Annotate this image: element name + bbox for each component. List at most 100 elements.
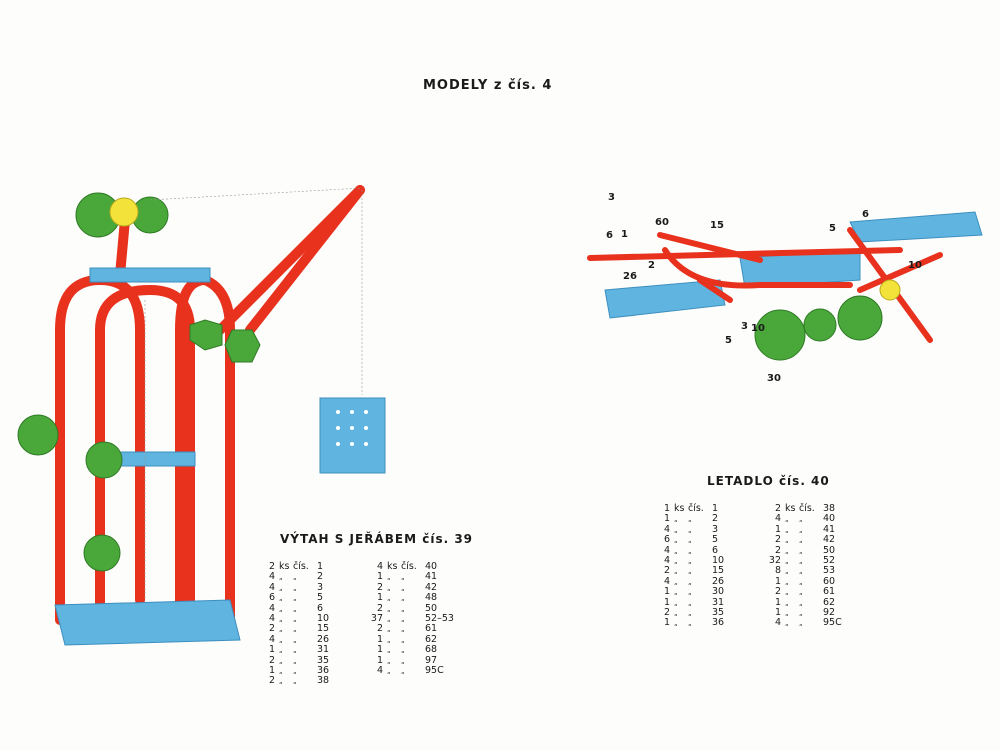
part-number-label: „ bbox=[799, 536, 803, 545]
part-number-label: „ bbox=[799, 608, 803, 617]
part-unit: „ bbox=[674, 515, 678, 524]
part-quantity: 4 bbox=[268, 602, 275, 614]
part-number: 52 bbox=[823, 554, 836, 566]
part-number: 35 bbox=[712, 606, 725, 618]
part-number: 26 bbox=[317, 633, 330, 645]
part-number: 5 bbox=[317, 592, 324, 604]
part-quantity: 1 bbox=[774, 596, 781, 608]
part-quantity: 2 bbox=[774, 544, 781, 556]
part-quantity: 1 bbox=[663, 586, 670, 598]
part-unit: „ bbox=[387, 573, 391, 582]
part-number-label: „ bbox=[401, 646, 405, 655]
part-number-label: „ bbox=[799, 619, 803, 628]
callout-1: 1 bbox=[621, 229, 628, 240]
part-number-label: „ bbox=[293, 646, 297, 655]
callout-6b: 6 bbox=[862, 209, 869, 220]
part-quantity: 4 bbox=[774, 617, 781, 629]
part-quantity: 2 bbox=[268, 623, 275, 635]
part-unit: „ bbox=[279, 646, 283, 655]
part-quantity: 2 bbox=[376, 602, 383, 614]
part-number: 61 bbox=[425, 623, 438, 635]
part-unit: „ bbox=[387, 656, 391, 665]
part-quantity: 2 bbox=[774, 503, 781, 514]
part-quantity: 1 bbox=[376, 592, 383, 604]
part-quantity: 2 bbox=[376, 581, 383, 593]
part-number-label: „ bbox=[293, 604, 297, 613]
part-number: 36 bbox=[712, 617, 725, 629]
part-unit: „ bbox=[279, 583, 283, 592]
part-quantity: 1 bbox=[663, 503, 670, 514]
part-quantity: 32 bbox=[768, 554, 781, 566]
part-unit: „ bbox=[674, 556, 678, 565]
part-unit: „ bbox=[785, 536, 789, 545]
part-unit: „ bbox=[785, 608, 789, 617]
part-number-label: „ bbox=[688, 525, 692, 534]
part-number-label: „ bbox=[799, 556, 803, 565]
part-number: 10 bbox=[712, 554, 725, 566]
part-number: 3 bbox=[712, 523, 719, 535]
part-number: 38 bbox=[317, 675, 330, 687]
part-quantity: 1 bbox=[268, 644, 275, 656]
part-quantity: 4 bbox=[774, 513, 781, 525]
part-unit: „ bbox=[387, 614, 391, 623]
part-number-label: „ bbox=[688, 619, 692, 628]
part-number-label: „ bbox=[688, 577, 692, 586]
part-number-label: „ bbox=[688, 608, 692, 617]
part-quantity: 2 bbox=[663, 565, 670, 577]
part-unit: „ bbox=[674, 567, 678, 576]
part-unit: „ bbox=[387, 646, 391, 655]
callout-3: 3 bbox=[608, 192, 615, 203]
part-unit: „ bbox=[279, 666, 283, 675]
part-unit: „ bbox=[674, 588, 678, 597]
part-quantity: 1 bbox=[774, 606, 781, 618]
part-quantity: 1 bbox=[376, 644, 383, 656]
part-unit: „ bbox=[279, 614, 283, 623]
callout-10b: 10 bbox=[751, 323, 765, 334]
part-number-label: čís. bbox=[799, 503, 815, 514]
part-quantity: 4 bbox=[663, 544, 670, 556]
part-number-label: „ bbox=[293, 583, 297, 592]
part-number: 40 bbox=[823, 513, 836, 525]
part-unit: „ bbox=[387, 666, 391, 675]
part-quantity: 4 bbox=[663, 523, 670, 535]
part-number: 41 bbox=[823, 523, 836, 535]
part-number-label: „ bbox=[799, 588, 803, 597]
part-quantity: 4 bbox=[376, 561, 383, 572]
part-number: 50 bbox=[425, 602, 438, 614]
part-number: 95C bbox=[425, 664, 444, 676]
part-number: 31 bbox=[317, 644, 330, 656]
part-unit: „ bbox=[387, 583, 391, 592]
part-quantity: 2 bbox=[774, 534, 781, 546]
part-unit: „ bbox=[785, 598, 789, 607]
model-40-title: LETADLO čís. 40 bbox=[707, 474, 830, 488]
part-unit: ks bbox=[279, 561, 290, 572]
part-number-label: „ bbox=[293, 614, 297, 623]
part-number-label: „ bbox=[688, 515, 692, 524]
part-number-label: „ bbox=[401, 614, 405, 623]
part-quantity: 1 bbox=[774, 575, 781, 587]
part-quantity: 37 bbox=[370, 612, 383, 624]
part-number-label: „ bbox=[799, 515, 803, 524]
part-number: 50 bbox=[823, 544, 836, 556]
part-unit: „ bbox=[785, 556, 789, 565]
part-number-label: „ bbox=[799, 577, 803, 586]
part-number-label: „ bbox=[799, 598, 803, 607]
part-quantity: 4 bbox=[268, 571, 275, 583]
part-number-label: čís. bbox=[293, 561, 309, 572]
part-number: 38 bbox=[823, 503, 836, 514]
part-unit: „ bbox=[674, 525, 678, 534]
callout-6: 6 bbox=[606, 230, 613, 241]
part-unit: „ bbox=[387, 625, 391, 634]
part-unit: „ bbox=[674, 598, 678, 607]
part-number: 92 bbox=[823, 606, 836, 618]
part-unit: „ bbox=[785, 515, 789, 524]
part-unit: „ bbox=[387, 604, 391, 613]
part-number-label: „ bbox=[293, 635, 297, 644]
part-number: 68 bbox=[425, 644, 438, 656]
part-unit: „ bbox=[674, 536, 678, 545]
callout-5b: 5 bbox=[725, 335, 732, 346]
part-unit: „ bbox=[279, 573, 283, 582]
part-number: 62 bbox=[823, 596, 836, 608]
part-number: 30 bbox=[712, 586, 725, 598]
